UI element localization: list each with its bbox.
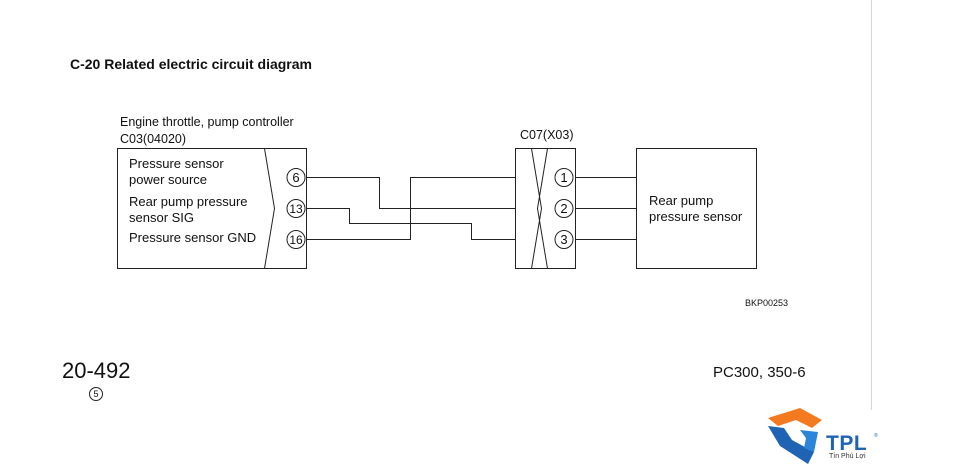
sensor-label-1: Rear pump xyxy=(649,193,714,208)
connector-code: C07(X03) xyxy=(520,128,574,142)
wire-sensor-gnd xyxy=(307,177,515,240)
page-edge-divider xyxy=(871,0,872,410)
controller-pin-circle-6 xyxy=(286,168,306,187)
connector-pin-circle-3 xyxy=(554,230,574,249)
signal-label-sensor-sig-2: sensor SIG xyxy=(129,210,195,225)
logo-text: TPL xyxy=(826,432,868,455)
signal-label-power-source-2: power source xyxy=(129,172,208,187)
signal-label-sensor-gnd: Pressure sensor GND xyxy=(129,230,257,245)
model-number: PC300, 350-6 xyxy=(713,364,806,381)
connector-pin-1: 1 xyxy=(560,170,567,185)
controller-code: C03(04020) xyxy=(120,132,187,146)
logo-subtitle: Tín Phú Lợi xyxy=(829,453,866,460)
sensor-box xyxy=(636,148,757,269)
tpl-logo-mark xyxy=(768,408,822,464)
revision-mark: 5 xyxy=(89,386,103,401)
controller-pin-circle-13 xyxy=(286,199,306,218)
controller-connector-shape xyxy=(264,148,276,269)
signal-label-power-source-1: Pressure sensor xyxy=(129,156,224,171)
connector-pin-3: 3 xyxy=(560,232,567,247)
controller-box xyxy=(117,148,307,269)
junction-connector-female-shape xyxy=(536,148,548,269)
wire-power-source xyxy=(307,177,515,209)
diagram-title: C-20 Related electric circuit diagram xyxy=(70,56,312,72)
controller-pin-6: 6 xyxy=(292,170,299,185)
controller-pin-13: 13 xyxy=(289,202,303,216)
figure-code: BKP00253 xyxy=(745,298,789,308)
page-number: 20-492 xyxy=(62,358,131,383)
controller-name: Engine throttle, pump controller xyxy=(120,115,294,129)
controller-pin-16: 16 xyxy=(289,233,303,247)
connector-pin-circle-2 xyxy=(554,199,574,218)
junction-connector-male-shape xyxy=(531,148,543,269)
controller-pin-circle-16 xyxy=(286,230,306,249)
revision-number: 5 xyxy=(89,387,103,401)
connector-pin-circle-1 xyxy=(554,168,574,187)
junction-connector-box xyxy=(515,148,576,269)
logo-registered-mark: ® xyxy=(874,433,878,439)
connector-pin-2: 2 xyxy=(560,201,567,216)
signal-label-sensor-sig-1: Rear pump pressure xyxy=(129,194,248,209)
sensor-label-2: pressure sensor xyxy=(649,209,743,224)
